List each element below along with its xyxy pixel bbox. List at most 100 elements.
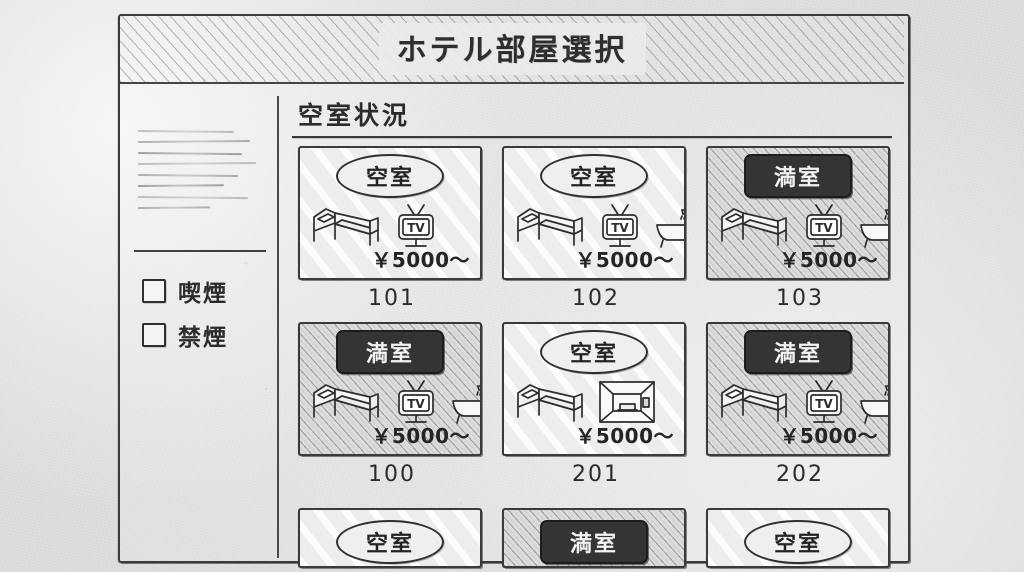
bed-icon [310,201,384,251]
status-badge-vacant: 空室 [744,520,852,564]
room-cell: 満室 [496,508,696,572]
status-badge-vacant: 空室 [336,154,444,198]
placeholder-line [137,206,211,209]
status-badge-label: 空室 [569,342,618,367]
room-price: ￥5000〜 [779,248,878,272]
bathtub-icon [652,201,684,251]
app-window-frame [118,14,910,563]
room-cell: 空室 [700,508,900,572]
room-price: ￥5000〜 [371,424,470,448]
sidebar-panel: 喫煙 禁煙 [124,90,276,556]
room-price: ￥5000〜 [575,248,674,272]
svg-text:TV: TV [407,397,425,411]
tv-icon: TV [392,377,440,427]
sidebar-placeholder-lines [137,130,260,218]
room-number-label: 201 [572,462,620,487]
room-price: ￥5000〜 [779,424,878,448]
room-number-label: 103 [776,286,824,311]
room-number-label: 102 [572,286,620,311]
room-cell: 空室 TV ￥5000〜 102 [496,146,696,322]
bed-icon [514,201,588,251]
sidebar-divider [134,250,266,252]
svg-text:TV: TV [815,221,833,235]
status-badge-vacant: 空室 [540,330,648,374]
tv-icon: TV [392,201,440,251]
room-card[interactable]: 空室 TV ￥5000〜 [298,146,482,280]
status-badge-label: 空室 [365,532,414,557]
filter-checkbox-smoking[interactable]: 喫煙 [142,274,228,308]
placeholder-line [137,174,239,178]
bathtub-icon [448,377,480,427]
status-badge-full: 満室 [744,330,852,374]
filter-label-smoking: 喫煙 [178,281,228,307]
checkbox-icon[interactable] [142,279,166,303]
title-bar: ホテル部屋選択 [120,16,904,84]
room-view-icon [596,377,658,427]
room-number-label: 202 [776,462,824,487]
room-card[interactable]: 満室 TV ￥5000〜 [298,322,482,456]
title-plate: ホテル部屋選択 [378,23,646,75]
tv-icon: TV [800,201,848,251]
bathtub-icon [856,377,888,427]
room-cell: 空室 TV ￥5000〜 101 [292,146,492,322]
status-badge-vacant: 空室 [540,154,648,198]
bed-icon [310,377,384,427]
placeholder-line [137,196,249,200]
status-badge-full: 満室 [336,330,444,374]
room-number-label: 101 [368,286,416,311]
room-price: ￥5000〜 [575,424,674,448]
status-badge-label: 空室 [569,166,618,191]
bathtub-icon [856,201,888,251]
amenity-icon-row: TV [310,376,480,428]
sidebar-content-separator [277,96,279,558]
status-badge-label: 満室 [569,532,618,557]
placeholder-line [137,161,257,165]
status-badge-full: 満室 [540,520,648,564]
room-card[interactable]: 満室 TV ￥5000〜 [706,146,890,280]
status-badge-label: 満室 [773,342,822,367]
status-badge-label: 空室 [773,532,822,557]
filter-checkbox-non-smoking[interactable]: 禁煙 [142,318,228,352]
room-card[interactable]: 空室 TV ￥5000〜 [502,146,686,280]
svg-text:TV: TV [611,221,629,235]
status-badge-label: 空室 [365,166,414,191]
bed-icon [718,201,792,251]
amenity-icon-row: TV [310,200,470,252]
status-badge-vacant: 空室 [336,520,444,564]
status-badge-label: 満室 [773,166,822,191]
tv-icon: TV [800,377,848,427]
room-cell: 空室 [292,508,492,572]
section-heading: 空室状況 [298,101,411,130]
placeholder-line [137,184,225,187]
room-cell: 満室 TV ￥5000〜 103 [700,146,900,322]
placeholder-line [137,130,235,134]
status-badge-full: 満室 [744,154,852,198]
bed-icon [514,377,588,427]
room-number-label: 100 [368,462,416,487]
room-card[interactable]: 空室 [706,508,890,568]
amenity-icon-row [514,376,674,428]
status-badge-label: 満室 [365,342,414,367]
room-cell: 空室 ￥5000〜 201 [496,322,696,498]
room-card[interactable]: 満室 [502,508,686,568]
section-heading-underline [292,136,892,138]
placeholder-line [137,140,251,143]
svg-text:TV: TV [407,221,425,235]
amenity-icon-row: TV [718,376,888,428]
bed-icon [718,377,792,427]
room-price: ￥5000〜 [371,248,470,272]
room-card[interactable]: 空室 ￥5000〜 [502,322,686,456]
amenity-icon-row: TV [514,200,684,252]
room-grid-partial-row: 空室 満室 空室 [292,508,900,572]
room-card[interactable]: 空室 [298,508,482,568]
room-card[interactable]: 満室 TV￥5000〜 [706,322,890,456]
filter-label-non-smoking: 禁煙 [178,325,228,351]
room-cell: 満室 TV ￥5000〜 100 [292,322,492,498]
checkbox-icon[interactable] [142,323,166,347]
page-title: ホテル部屋選択 [396,33,628,68]
tv-icon: TV [596,201,644,251]
room-cell: 満室 TV￥5000〜 202 [700,322,900,498]
amenity-icon-row: TV [718,200,888,252]
